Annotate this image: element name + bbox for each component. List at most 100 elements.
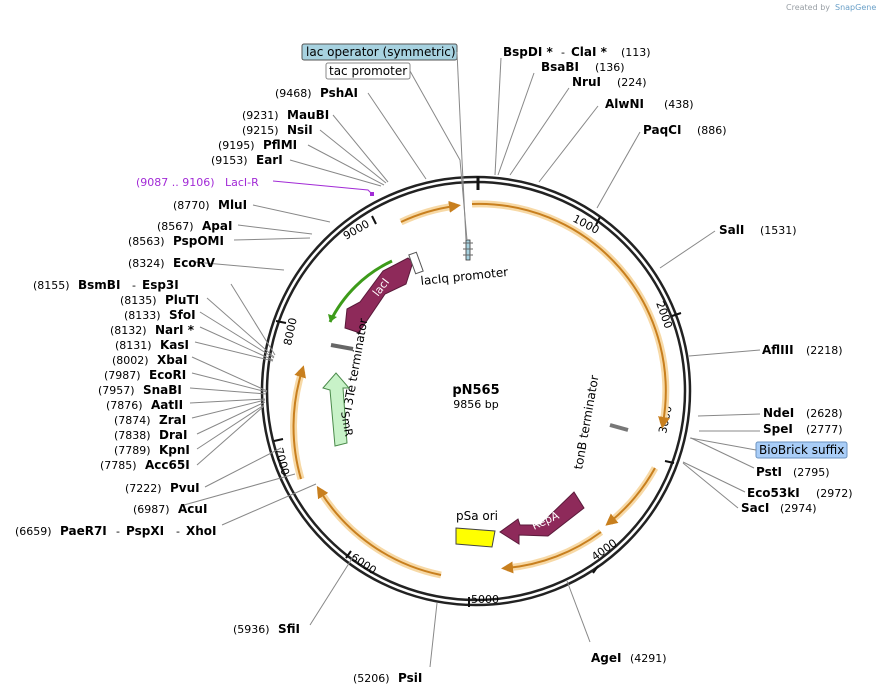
site-separator: - [116, 525, 120, 538]
site-pos-psti: (2795) [793, 466, 830, 479]
site-saci[interactable]: SacI (2974) [741, 501, 817, 515]
site-bspdi-clai[interactable]: BspDI * - ClaI * (113) [503, 45, 651, 59]
site-name-sfoi: SfoI [169, 308, 196, 322]
psa-ori-label: pSa ori [456, 509, 498, 523]
site-name-pspxi: PspXI [126, 524, 164, 538]
site-name-sali: SalI [719, 223, 744, 237]
site-maubi[interactable]: (9231) MauBI [242, 108, 329, 122]
site-alwni[interactable]: AlwNI (438) [605, 97, 694, 111]
site-pspomi[interactable]: (8563) PspOMI [128, 234, 224, 248]
site-xbai[interactable]: (8002) XbaI [112, 353, 187, 367]
repa-cds-arrow[interactable] [499, 491, 585, 545]
psa-ori-shape[interactable] [455, 527, 496, 548]
laci-r-range: (9087 .. 9106) [136, 176, 215, 189]
lac-operator-shape[interactable] [465, 239, 471, 261]
site-name-xbai: XbaI [157, 353, 187, 367]
site-sfii[interactable]: (5936) SfiI [233, 622, 300, 636]
site-pos-nsii: (9215) [242, 124, 279, 137]
site-name-kasi: KasI [160, 338, 189, 352]
site-name-nsii: NsiI [287, 123, 313, 137]
site-acui[interactable]: (6987) AcuI [133, 502, 207, 516]
site-name-clai: ClaI * [571, 45, 608, 59]
site-ecori[interactable]: (7987) EcoRI [104, 368, 186, 382]
site-snabi[interactable]: (7957) SnaBI [98, 383, 182, 397]
site-agei[interactable]: AgeI (4291) [591, 651, 667, 665]
site-nari[interactable]: (8132) NarI * [110, 323, 195, 337]
site-sfoi[interactable]: (8133) SfoI [124, 308, 196, 322]
site-name-alwni: AlwNI [605, 97, 644, 111]
site-kasi[interactable]: (8131) KasI [115, 338, 189, 352]
site-pos-pshai: (9468) [275, 87, 312, 100]
plasmid-name: pN565 [452, 383, 499, 398]
site-name-agei: AgeI [591, 651, 621, 665]
cds-arcs [290, 200, 670, 579]
site-paqci[interactable]: PaqCI (886) [643, 123, 727, 137]
site-pos-acc65i: (7785) [100, 459, 137, 472]
site-name-sfii: SfiI [278, 622, 300, 636]
site-pos-agei: (4291) [630, 652, 667, 665]
site-sali[interactable]: SalI (1531) [719, 223, 797, 237]
site-pos-sali: (1531) [760, 224, 797, 237]
site-acc65i[interactable]: (7785) Acc65I [100, 458, 190, 472]
site-name-bsmbi: BsmBI [78, 278, 120, 292]
site-pshai[interactable]: (9468) PshAI [275, 86, 358, 100]
tick-label-5000: 5000 [471, 593, 499, 606]
plasmid-length: 9856 bp [453, 398, 498, 411]
site-drai[interactable]: (7838) DraI [114, 428, 187, 442]
site-name-pfimi: PflMI [263, 138, 297, 152]
site-pos-saci: (2974) [780, 502, 817, 515]
site-pos-maubi: (9231) [242, 109, 279, 122]
site-name-nari: NarI * [155, 323, 195, 337]
site-pos-kpni: (7789) [114, 444, 151, 457]
site-pos-ndei: (2628) [806, 407, 843, 420]
site-pos-bsabi: (136) [595, 61, 625, 74]
site-zrai[interactable]: (7874) ZraI [114, 413, 186, 427]
site-bsabi[interactable]: BsaBI (136) [541, 60, 625, 74]
smr-cds-arrow[interactable] [322, 372, 351, 447]
site-nrui[interactable]: NruI (224) [572, 75, 647, 89]
laciq-promoter-label: lacIq promoter [420, 265, 509, 288]
site-name-paer7i: PaeR7I [60, 524, 107, 538]
site-pfimi[interactable]: (9195) PflMI [218, 138, 297, 152]
site-separator: - [561, 46, 565, 59]
site-aflii[interactable]: AflIII (2218) [762, 343, 843, 357]
site-name-zrai: ZraI [159, 413, 186, 427]
site-ecorv[interactable]: (8324) EcoRV [128, 256, 216, 270]
site-name-kpni: KpnI [159, 443, 190, 457]
site-eco53ki[interactable]: Eco53kI (2972) [747, 486, 853, 500]
snapgene-logo-text[interactable]: SnapGene [835, 3, 876, 12]
laci-primer-arrow[interactable] [328, 259, 393, 323]
site-name-pshai: PshAI [320, 86, 358, 100]
laci-r-mark [370, 192, 374, 196]
site-bsmbi-esp3i[interactable]: (8155) BsmBI - Esp3I [33, 278, 179, 292]
site-pos-xbai: (8002) [112, 354, 149, 367]
site-name-drai: DraI [159, 428, 187, 442]
site-pos-bspdi: (113) [621, 46, 651, 59]
site-name-xhoi: XhoI [186, 524, 217, 538]
site-pluti[interactable]: (8135) PluTI [120, 293, 199, 307]
site-pvui[interactable]: (7222) PvuI [125, 481, 200, 495]
site-pos-apai: (8567) [157, 220, 194, 233]
site-name-snabi: SnaBI [143, 383, 182, 397]
laci-r-label[interactable]: LacI-R [225, 176, 259, 189]
site-spei[interactable]: SpeI (2777) [763, 422, 843, 436]
site-psti[interactable]: PstI (2795) [756, 465, 830, 479]
site-kpni[interactable]: (7789) KpnI [114, 443, 190, 457]
site-apai[interactable]: (8567) ApaI [157, 219, 232, 233]
site-eari[interactable]: (9153) EarI [211, 153, 283, 167]
t3te-terminator-shape[interactable] [330, 343, 354, 351]
laciq-promoter-shape[interactable] [408, 251, 424, 275]
site-pos-ecorv: (8324) [128, 257, 165, 270]
site-ndei[interactable]: NdeI (2628) [763, 406, 843, 420]
site-pos-alwni: (438) [664, 98, 694, 111]
tonb-terminator-shape[interactable] [609, 423, 629, 432]
site-paer7i-pspxi-xhoi[interactable]: (6659) PaeR7I - PspXI - XhoI [15, 524, 217, 538]
site-nsii[interactable]: (9215) NsiI [242, 123, 313, 137]
laci-cds-arrow[interactable] [344, 257, 414, 334]
site-pos-drai: (7838) [114, 429, 151, 442]
site-psii[interactable]: (5206) PsiI [353, 671, 422, 685]
site-pos-sfoi: (8133) [124, 309, 161, 322]
site-aatii[interactable]: (7876) AatII [106, 398, 183, 412]
site-mlui[interactable]: (8770) MluI [173, 198, 247, 212]
